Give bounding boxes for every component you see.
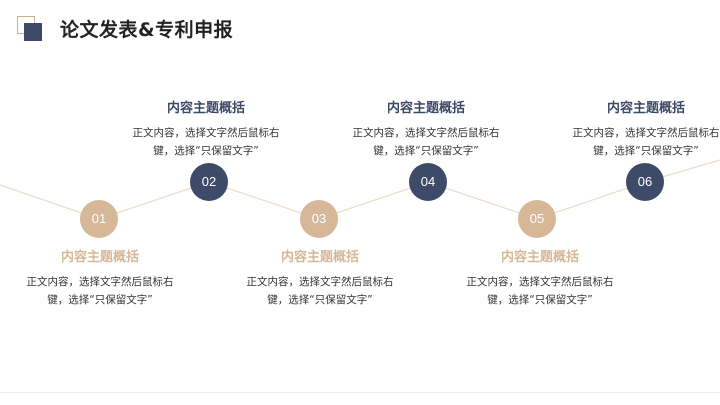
step-body: 正文内容，选择文字然后鼠标右 键，选择“只保留文字” (15, 273, 185, 309)
step-heading: 内容主题概括 (166, 101, 245, 116)
step-body: 正文内容，选择文字然后鼠标右 键，选择“只保留文字” (561, 124, 720, 160)
step-node-06: 06 (626, 163, 664, 201)
step-body-line: 正文内容，选择文字然后鼠标右 (572, 127, 720, 139)
step-text-02: 内容主题概括 正文内容，选择文字然后鼠标右 键，选择“只保留文字” (121, 97, 291, 160)
bottom-divider (0, 392, 720, 393)
step-text-06: 内容主题概括 正文内容，选择文字然后鼠标右 键，选择“只保留文字” (561, 97, 720, 160)
step-text-03: 内容主题概括 正文内容，选择文字然后鼠标右 键，选择“只保留文字” (235, 246, 405, 309)
step-body-line: 键，选择“只保留文字” (153, 145, 259, 157)
step-node-03: 03 (300, 200, 338, 238)
step-body-line: 正文内容，选择文字然后鼠标右 (466, 276, 614, 288)
step-body: 正文内容，选择文字然后鼠标右 键，选择“只保留文字” (121, 124, 291, 160)
step-body-line: 正文内容，选择文字然后鼠标右 (352, 127, 500, 139)
step-node-05: 05 (518, 200, 556, 238)
logo-mark (17, 16, 43, 42)
step-node-02: 02 (190, 163, 228, 201)
step-node-04: 04 (409, 163, 447, 201)
logo-filled-square (24, 23, 42, 41)
step-body-line: 正文内容，选择文字然后鼠标右 (26, 276, 174, 288)
step-heading: 内容主题概括 (606, 101, 685, 116)
step-heading: 内容主题概括 (60, 250, 139, 265)
step-body-line: 正文内容，选择文字然后鼠标右 (132, 127, 280, 139)
step-body: 正文内容，选择文字然后鼠标右 键，选择“只保留文字” (235, 273, 405, 309)
step-text-01: 内容主题概括 正文内容，选择文字然后鼠标右 键，选择“只保留文字” (15, 246, 185, 309)
step-body-line: 键，选择“只保留文字” (487, 294, 593, 306)
step-body-line: 键，选择“只保留文字” (373, 145, 479, 157)
step-heading: 内容主题概括 (500, 250, 579, 265)
step-body-line: 键，选择“只保留文字” (593, 145, 699, 157)
step-body-line: 正文内容，选择文字然后鼠标右 (246, 276, 394, 288)
step-body-line: 键，选择“只保留文字” (267, 294, 373, 306)
step-text-05: 内容主题概括 正文内容，选择文字然后鼠标右 键，选择“只保留文字” (455, 246, 625, 309)
step-body-line: 键，选择“只保留文字” (47, 294, 153, 306)
step-body: 正文内容，选择文字然后鼠标右 键，选择“只保留文字” (341, 124, 511, 160)
step-text-04: 内容主题概括 正文内容，选择文字然后鼠标右 键，选择“只保留文字” (341, 97, 511, 160)
step-heading: 内容主题概括 (386, 101, 465, 116)
step-heading: 内容主题概括 (280, 250, 359, 265)
step-node-01: 01 (80, 200, 118, 238)
page-title: 论文发表&专利申报 (60, 19, 234, 41)
step-body: 正文内容，选择文字然后鼠标右 键，选择“只保留文字” (455, 273, 625, 309)
